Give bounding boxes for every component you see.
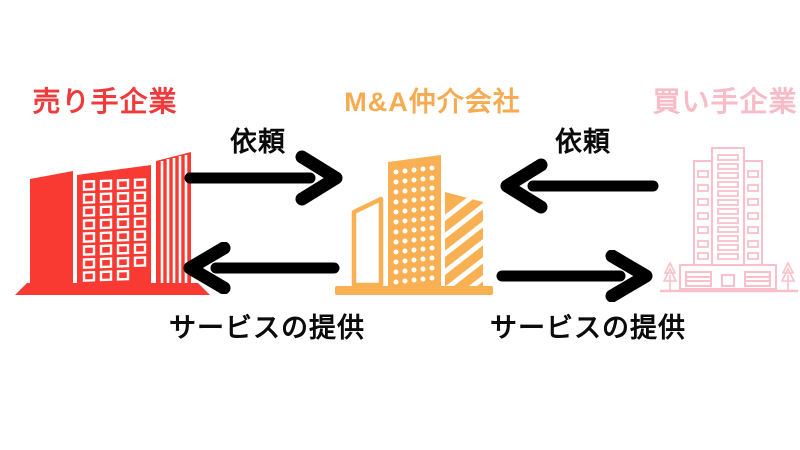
arrow-label-request-right: 依頼: [555, 127, 611, 157]
pink-outline-skyscraper-icon: [660, 145, 798, 297]
arrow-broker-to-buyer: [496, 250, 656, 302]
arrow-label-service-left: サービスの提供: [169, 313, 365, 343]
arrow-buyer-to-broker: [497, 158, 659, 214]
arrow-label-request-left: 依頼: [230, 127, 286, 157]
orange-city-buildings-icon: [333, 142, 495, 298]
arrow-broker-to-seller: [180, 242, 340, 294]
arrow-seller-to-broker: [184, 150, 346, 206]
broker-company-title: M&A仲介会社: [344, 87, 521, 117]
red-city-buildings-icon: [15, 145, 210, 297]
buyer-company-title: 買い手企業: [652, 86, 798, 117]
arrow-label-service-right: サービスの提供: [490, 313, 686, 343]
seller-company-title: 売り手企業: [32, 86, 178, 117]
